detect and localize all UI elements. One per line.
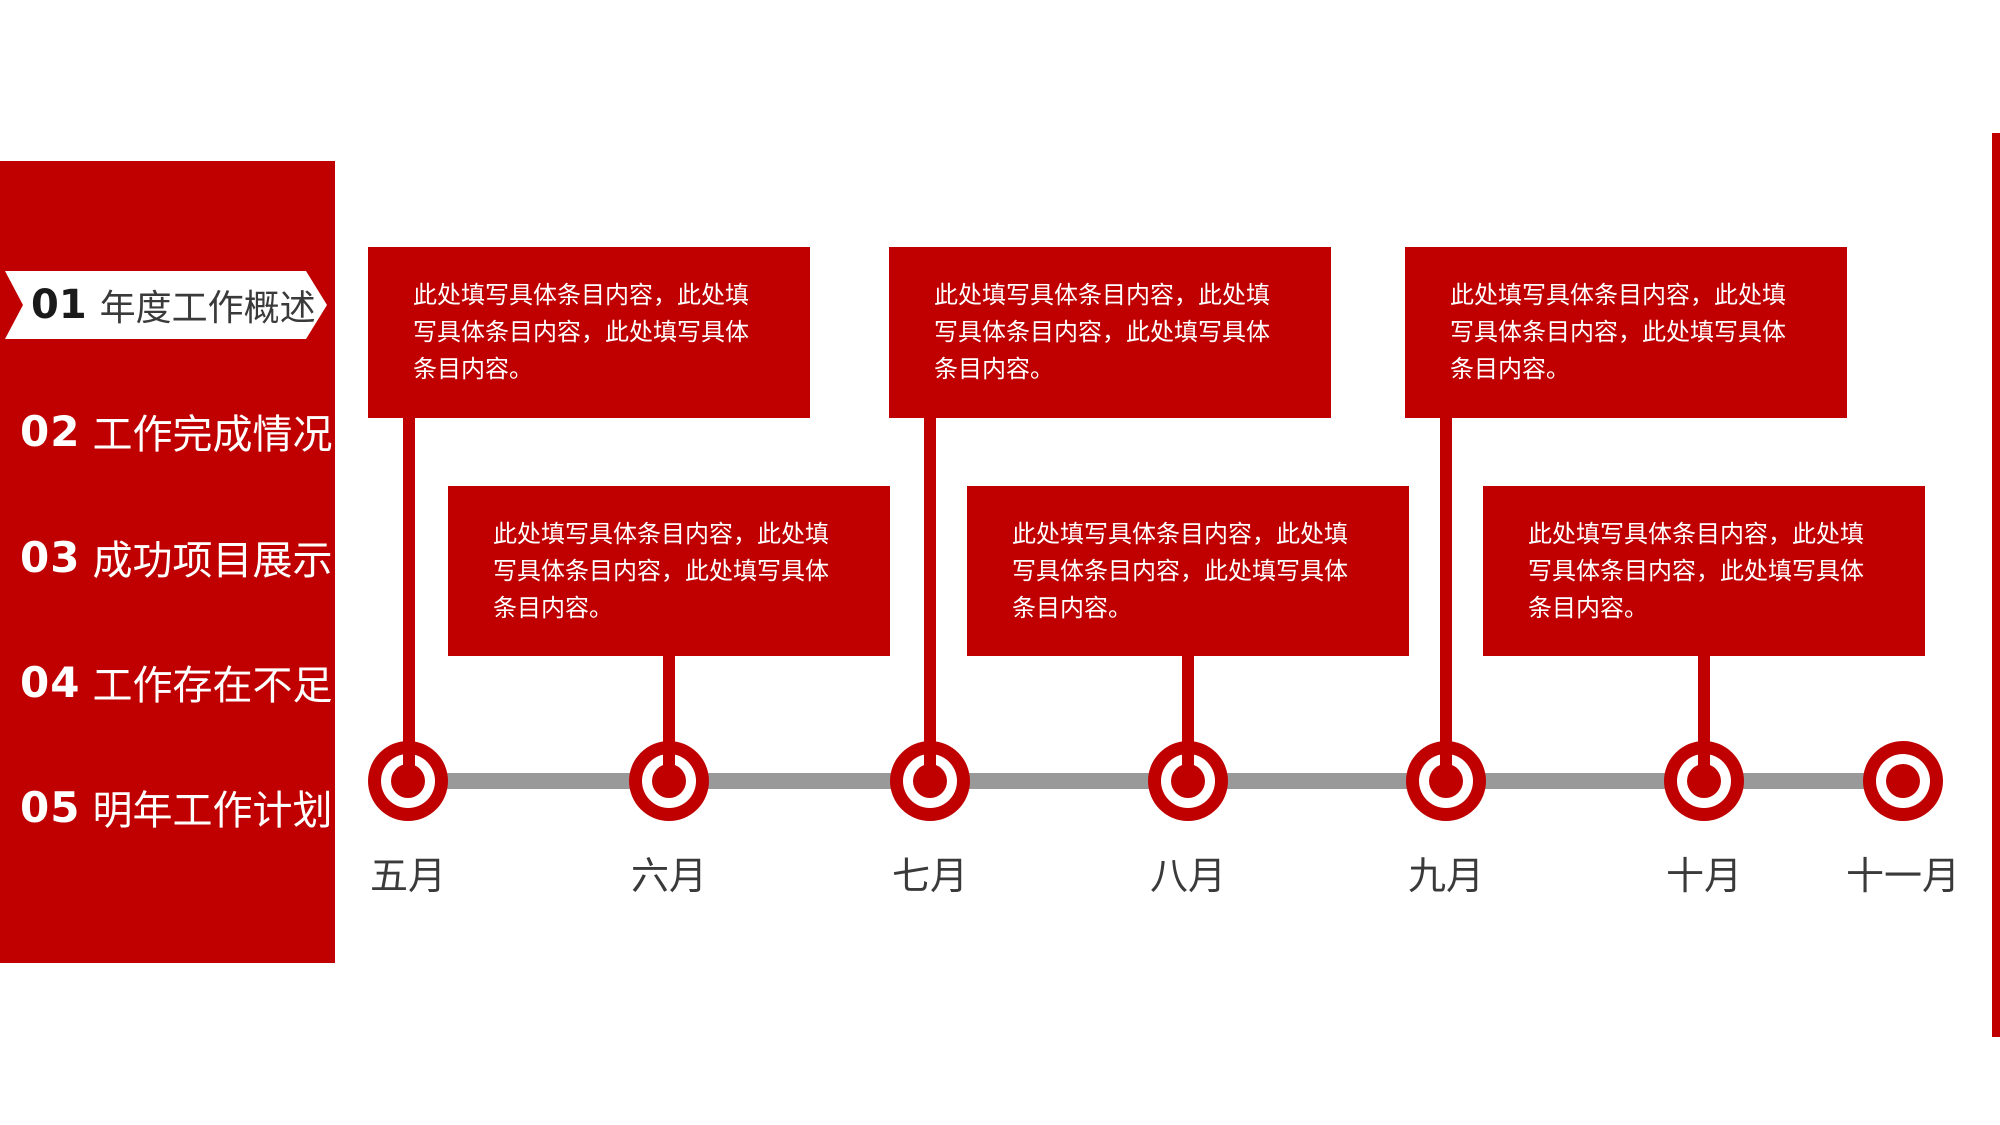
callout-may: 此处填写具体条目内容，此处填写具体条目内容，此处填写具体条目内容。 — [368, 247, 810, 418]
sidebar-item-label: 工作存在不足 — [92, 663, 333, 709]
node-center-dot — [391, 764, 425, 798]
callout-july: 此处填写具体条目内容，此处填写具体条目内容，此处填写具体条目内容。 — [889, 247, 1331, 418]
node-center-dot — [1687, 764, 1721, 798]
sidebar-item-label: 明年工作计划 — [92, 788, 333, 834]
callout-september: 此处填写具体条目内容，此处填写具体条目内容，此处填写具体条目内容。 — [1405, 247, 1847, 418]
connector-september — [1440, 418, 1452, 781]
callout-june: 此处填写具体条目内容，此处填写具体条目内容，此处填写具体条目内容。 — [448, 486, 890, 656]
callout-text: 此处填写具体条目内容，此处填写具体条目内容，此处填写具体条目内容。 — [493, 520, 829, 622]
sidebar-item-04[interactable]: 04 工作存在不足 — [0, 651, 335, 713]
sidebar-item-03[interactable]: 03 成功项目展示 — [0, 526, 335, 588]
node-center-dot — [1429, 764, 1463, 798]
sidebar: 01 年度工作概述 02 工作完成情况 03 成功项目展示 04 工作存在不足 … — [0, 161, 335, 963]
sidebar-item-number: 03 — [20, 532, 81, 582]
node-center-dot — [1171, 764, 1205, 798]
callout-text: 此处填写具体条目内容，此处填写具体条目内容，此处填写具体条目内容。 — [1528, 520, 1864, 622]
connector-july — [924, 418, 936, 781]
connector-august — [1182, 655, 1194, 781]
callout-august: 此处填写具体条目内容，此处填写具体条目内容，此处填写具体条目内容。 — [967, 486, 1409, 656]
sidebar-item-01-active[interactable]: 01 年度工作概述 — [5, 271, 327, 339]
month-label-june: 六月 — [630, 854, 707, 898]
month-label-september: 九月 — [1407, 854, 1484, 898]
callout-october: 此处填写具体条目内容，此处填写具体条目内容，此处填写具体条目内容。 — [1483, 486, 1925, 656]
month-label-october: 十月 — [1665, 854, 1742, 898]
sidebar-item-number: 01 — [31, 282, 87, 328]
connector-june — [663, 655, 675, 781]
right-edge-accent-bar — [1992, 133, 2000, 1037]
sidebar-item-label: 工作完成情况 — [92, 412, 333, 458]
sidebar-item-number: 05 — [20, 782, 81, 832]
callout-text: 此处填写具体条目内容，此处填写具体条目内容，此处填写具体条目内容。 — [1450, 281, 1786, 383]
connector-october — [1698, 655, 1710, 781]
connector-may — [403, 418, 415, 781]
month-label-may: 五月 — [369, 854, 446, 898]
node-center-dot — [913, 764, 947, 798]
callout-text: 此处填写具体条目内容，此处填写具体条目内容，此处填写具体条目内容。 — [1012, 520, 1348, 622]
sidebar-item-label: 成功项目展示 — [92, 538, 333, 584]
node-center-dot — [1886, 764, 1920, 798]
callout-text: 此处填写具体条目内容，此处填写具体条目内容，此处填写具体条目内容。 — [413, 281, 749, 383]
month-label-august: 八月 — [1149, 854, 1226, 898]
sidebar-item-label: 年度工作概述 — [99, 288, 316, 329]
month-label-july: 七月 — [891, 854, 968, 898]
callout-text: 此处填写具体条目内容，此处填写具体条目内容，此处填写具体条目内容。 — [934, 281, 1270, 383]
node-center-dot — [652, 764, 686, 798]
month-label-november: 十一月 — [1845, 854, 1960, 898]
sidebar-item-number: 04 — [20, 657, 81, 707]
sidebar-item-number: 02 — [20, 406, 81, 456]
sidebar-item-02[interactable]: 02 工作完成情况 — [0, 400, 335, 462]
sidebar-item-05[interactable]: 05 明年工作计划 — [0, 776, 335, 838]
